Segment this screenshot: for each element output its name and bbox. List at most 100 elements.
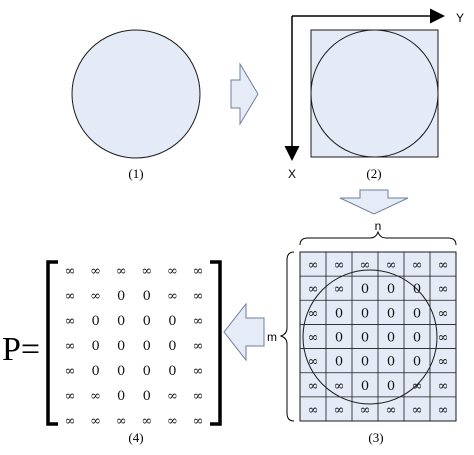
grid-cell: 0 — [361, 306, 369, 321]
matrix-cell: ∞ — [90, 289, 101, 304]
grid-cell: 0 — [413, 355, 421, 370]
matrix-cell: ∞ — [167, 389, 178, 404]
matrix-cell: ∞ — [193, 339, 204, 354]
step2-caption: (2) — [366, 166, 381, 181]
step4-caption: (4) — [128, 430, 143, 445]
matrix-cell: 0 — [143, 314, 151, 329]
matrix-cell: 0 — [117, 289, 125, 304]
row-count-label: m — [267, 330, 277, 344]
matrix-label: P= — [2, 331, 40, 368]
grid-cell: 0 — [361, 355, 369, 370]
matrix-cell: 0 — [117, 314, 125, 329]
grid-cell: ∞ — [334, 403, 345, 418]
matrix-cell: ∞ — [116, 414, 127, 429]
matrix-cell: ∞ — [193, 314, 204, 329]
grid-cell: ∞ — [308, 355, 319, 370]
matrix-cell: ∞ — [65, 339, 76, 354]
grid-cell: ∞ — [438, 379, 449, 394]
grid-cell: 0 — [413, 331, 421, 346]
row-brace — [279, 251, 295, 422]
grid-cell: 0 — [361, 282, 369, 297]
matrix-cell: ∞ — [167, 264, 178, 279]
matrix-right-bracket — [210, 260, 222, 426]
grid-cell: ∞ — [334, 258, 345, 273]
matrix-cell: ∞ — [65, 364, 76, 379]
matrix-cell: 0 — [117, 389, 125, 404]
arrow-down-icon — [339, 189, 409, 215]
arrow-right-icon — [230, 62, 259, 126]
grid-cell: 0 — [335, 355, 343, 370]
matrix-cell: ∞ — [90, 264, 101, 279]
grid-cell: 0 — [413, 306, 421, 321]
step3-circle — [302, 269, 438, 405]
matrix-cell: 0 — [168, 339, 176, 354]
grid-cell: ∞ — [308, 282, 319, 297]
matrix-cell: ∞ — [193, 389, 204, 404]
step1-circle — [71, 29, 201, 159]
grid-cell: ∞ — [438, 306, 449, 321]
matrix-cell: ∞ — [90, 414, 101, 429]
grid-cell: 0 — [387, 379, 395, 394]
matrix-cell: ∞ — [116, 264, 127, 279]
grid-cell: ∞ — [438, 258, 449, 273]
grid-cell: 0 — [335, 331, 343, 346]
grid-cell: ∞ — [386, 258, 397, 273]
matrix-cell: ∞ — [167, 414, 178, 429]
matrix-cell: ∞ — [90, 389, 101, 404]
x-axis-label: X — [288, 167, 296, 181]
grid-cell: ∞ — [386, 403, 397, 418]
matrix-cell: ∞ — [193, 364, 204, 379]
grid-cell: 0 — [387, 282, 395, 297]
y-axis-label: Y — [456, 11, 464, 25]
matrix-cell: 0 — [168, 364, 176, 379]
grid-cell: ∞ — [438, 355, 449, 370]
grid-cell: ∞ — [308, 331, 319, 346]
matrix-cell: ∞ — [65, 289, 76, 304]
matrix-cell: ∞ — [65, 314, 76, 329]
matrix-cell-values: ∞ ∞ ∞ ∞ ∞ ∞ ∞ ∞ 0 0 ∞ ∞ ∞ 0 0 0 0 ∞ ∞ 0 0 0 0 ∞ ∞ 0 0 0 0 ∞ ∞ ∞ 0 0 ∞ ∞ ∞ ∞ ∞ ∞… — [65, 264, 204, 429]
grid-cell: ∞ — [412, 258, 423, 273]
matrix-cell: ∞ — [167, 289, 178, 304]
grid-cell: 0 — [387, 306, 395, 321]
grid-cell: ∞ — [438, 282, 449, 297]
matrix-cell: 0 — [91, 364, 99, 379]
grid-cell: 0 — [361, 379, 369, 394]
grid-cell: ∞ — [360, 403, 371, 418]
matrix-cell: 0 — [117, 364, 125, 379]
grid-cell: ∞ — [334, 282, 345, 297]
matrix-cell: 0 — [117, 339, 125, 354]
matrix-cell: ∞ — [65, 414, 76, 429]
grid-cell: 0 — [335, 306, 343, 321]
matrix-cell: 0 — [91, 339, 99, 354]
grid-cell: ∞ — [438, 403, 449, 418]
matrix-cell: ∞ — [193, 289, 204, 304]
grid-cell: 0 — [361, 331, 369, 346]
arrow-left-icon — [223, 302, 265, 362]
grid-lines — [300, 252, 456, 421]
matrix-cell: ∞ — [141, 264, 152, 279]
matrix-cell: 0 — [143, 364, 151, 379]
matrix-cell: ∞ — [141, 414, 152, 429]
matrix-left-bracket — [46, 260, 58, 426]
matrix-cell: 0 — [143, 389, 151, 404]
column-count-label: n — [375, 219, 382, 233]
column-brace — [299, 230, 457, 246]
matrix-cell: 0 — [143, 339, 151, 354]
grid-cell: ∞ — [360, 258, 371, 273]
grid-cell: ∞ — [308, 306, 319, 321]
matrix-cell: 0 — [168, 314, 176, 329]
matrix-cell: 0 — [91, 314, 99, 329]
matrix-cell: 0 — [143, 289, 151, 304]
matrix-cell: ∞ — [193, 414, 204, 429]
matrix-cell: ∞ — [193, 264, 204, 279]
grid-cell: ∞ — [438, 331, 449, 346]
grid-cell: ∞ — [412, 379, 423, 394]
step2-circle — [310, 29, 439, 158]
matrix-cell: ∞ — [65, 389, 76, 404]
grid-cell: ∞ — [308, 403, 319, 418]
matrix-cell: ∞ — [65, 264, 76, 279]
grid-cell: 0 — [413, 282, 421, 297]
grid-cell: 0 — [387, 331, 395, 346]
